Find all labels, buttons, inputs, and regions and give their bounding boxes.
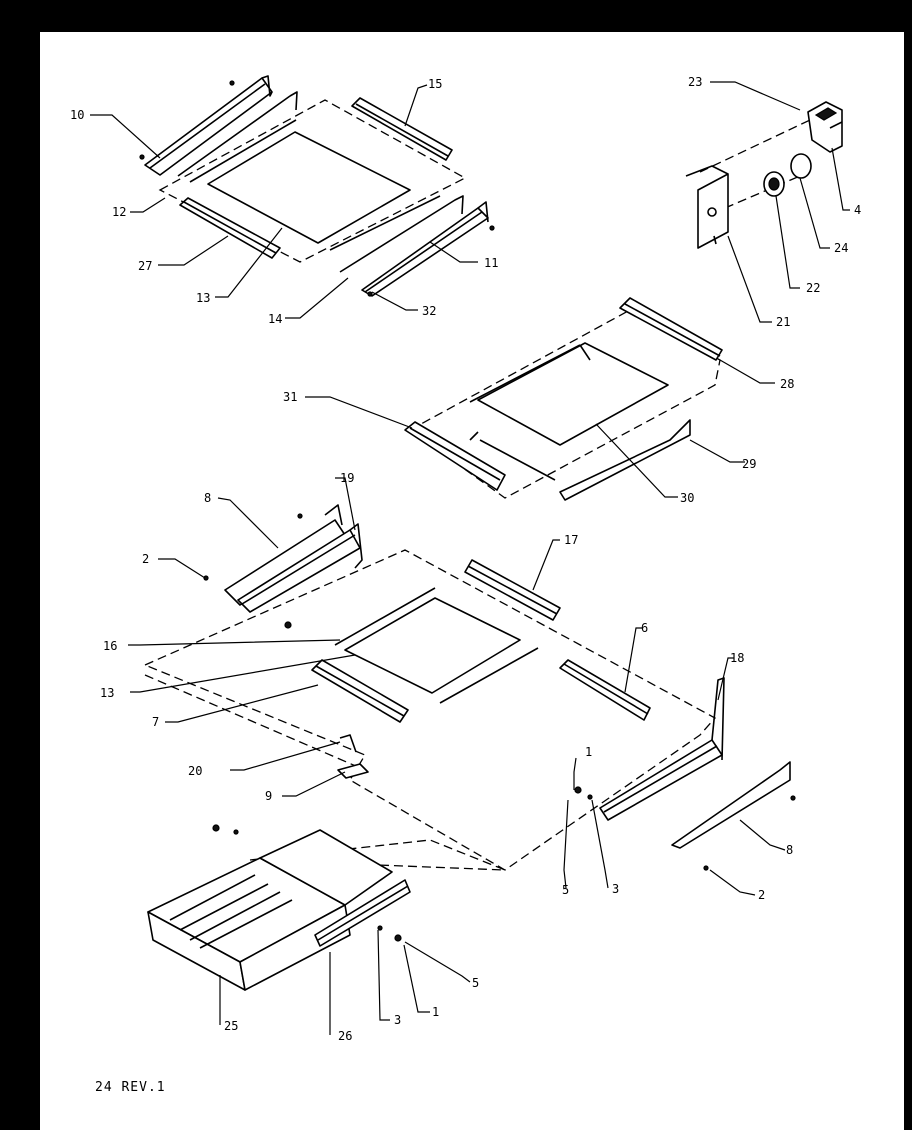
rail-left-upper — [139, 75, 273, 176]
crisper-drawer-assembly — [147, 824, 506, 991]
callout-23: 23 — [688, 75, 702, 89]
callout-16: 16 — [103, 639, 117, 653]
callout-labels: 10 12 27 13 14 32 11 15 23 4 24 22 21 28… — [70, 75, 861, 1043]
callout-13-upper: 13 — [196, 291, 210, 305]
callout-17: 17 — [564, 533, 578, 547]
callout-28: 28 — [780, 377, 794, 391]
callout-15: 15 — [428, 77, 442, 91]
callout-1-right: 1 — [585, 745, 592, 759]
callout-30: 30 — [680, 491, 694, 505]
leader-lines — [90, 81, 850, 1035]
callout-14: 14 — [268, 312, 282, 326]
callout-6: 6 — [641, 621, 648, 635]
callout-9: 9 — [265, 789, 272, 803]
lower-shelf-assembly — [143, 504, 796, 871]
callout-1-lower: 1 — [432, 1005, 439, 1019]
callout-11: 11 — [484, 256, 498, 270]
hinge-cam-assembly — [685, 101, 843, 249]
callout-21: 21 — [776, 315, 790, 329]
callout-8-left: 8 — [204, 491, 211, 505]
callout-19: 19 — [340, 471, 354, 485]
mount-plate-part-21 — [685, 165, 729, 249]
callout-18: 18 — [730, 651, 744, 665]
callout-4: 4 — [854, 203, 861, 217]
callout-27: 27 — [138, 259, 152, 273]
callout-5-right: 5 — [562, 883, 569, 897]
callout-20: 20 — [188, 764, 202, 778]
callout-12: 12 — [112, 205, 126, 219]
disc-part-24 — [790, 153, 812, 179]
callout-2-right: 2 — [758, 888, 765, 902]
callout-31: 31 — [283, 390, 297, 404]
glass-shelf-upper — [189, 119, 441, 251]
bracket-part-4 — [807, 101, 843, 153]
exploded-parts-diagram: 10 12 27 13 14 32 11 15 23 4 24 22 21 28… — [70, 75, 861, 1043]
callout-3-right: 3 — [612, 882, 619, 896]
callout-26: 26 — [338, 1029, 352, 1043]
callout-32: 32 — [422, 304, 436, 318]
callout-2-left: 2 — [142, 552, 149, 566]
drawer-part-25 — [147, 857, 351, 991]
callout-25: 25 — [224, 1019, 238, 1033]
cam-part-22 — [763, 171, 785, 197]
rail-left-lower — [203, 504, 363, 629]
callout-7: 7 — [152, 715, 159, 729]
callout-13-lower: 13 — [100, 686, 114, 700]
callout-10: 10 — [70, 108, 84, 122]
upper-shelf-assembly — [139, 75, 495, 297]
callout-29: 29 — [742, 457, 756, 471]
rail-right-upper — [361, 201, 495, 297]
revision-note: 24 REV.1 — [95, 1080, 166, 1095]
callout-3-lower: 3 — [394, 1013, 401, 1027]
drawing-sheet: 10 12 27 13 14 32 11 15 23 4 24 22 21 28… — [40, 32, 904, 1130]
callout-8-right: 8 — [786, 843, 793, 857]
rail-right-lower — [574, 677, 725, 821]
callout-24: 24 — [834, 241, 848, 255]
callout-22: 22 — [806, 281, 820, 295]
callout-5-lower: 5 — [472, 976, 479, 990]
middle-shelf-assembly — [404, 297, 723, 501]
